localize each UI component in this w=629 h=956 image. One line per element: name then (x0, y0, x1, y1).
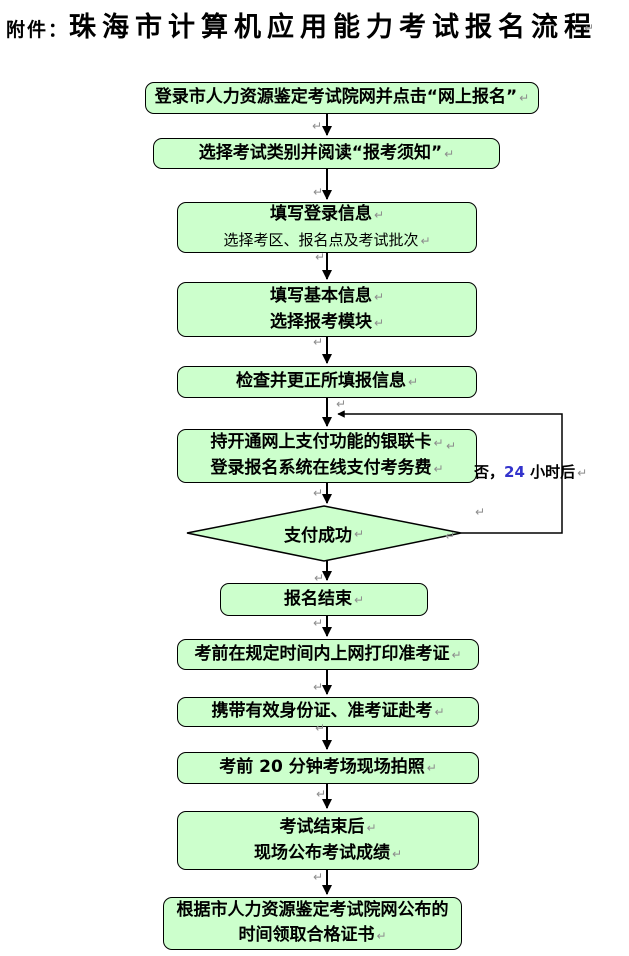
page-title: 附件：珠海市计算机应用能力考试报名流程 (6, 10, 597, 49)
step-subtext: 选择考区、报名点及考试批次↵ (223, 230, 431, 249)
paragraph-mark: ↵ (314, 571, 325, 585)
paragraph-mark: ↵ (391, 846, 403, 861)
paragraph-mark: ↵ (313, 335, 324, 349)
step-pay-fee: 持开通网上支付功能的银联卡↵ 登录报名系统在线支付考务费↵ (177, 429, 477, 483)
step-print-ticket: 考前在规定时间内上网打印准考证↵ (177, 639, 479, 670)
paragraph-mark: ↵ (336, 397, 347, 411)
paragraph-mark: ↵ (313, 680, 324, 694)
decision-text: 支付成功 (283, 526, 352, 546)
paragraph-mark: ↵ (373, 289, 385, 304)
paragraph-mark: ↵ (519, 91, 530, 105)
paragraph-mark: ↵ (446, 439, 457, 453)
paragraph-mark: ↵ (312, 119, 323, 133)
step-text: 选择考试类别并阅读“报考须知”↵ (198, 142, 455, 163)
step-finish: 报名结束↵ (220, 583, 428, 616)
title-prefix: 附件： (6, 19, 70, 41)
paragraph-mark: ↵ (451, 647, 462, 662)
paragraph-mark: ↵ (584, 21, 595, 35)
step-check-info: 检查并更正所填报信息↵ (177, 366, 477, 398)
paragraph-mark: ↵ (445, 529, 456, 543)
paragraph-mark: ↵ (433, 436, 444, 450)
step-text: 选择报考模块↵ (269, 311, 385, 332)
paragraph-mark: ↵ (313, 616, 324, 630)
step-login-info: 填写登录信息↵ 选择考区、报名点及考试批次↵ (177, 202, 477, 253)
retry-loop-connector (337, 410, 563, 534)
decision-payment-success: 支付成功↵ (187, 506, 461, 561)
paragraph-mark: ↵ (315, 721, 326, 735)
paragraph-mark: ↵ (420, 233, 431, 248)
step-certificate: 根据市人力资源鉴定考试院网公布的 时间领取合格证书↵ (163, 897, 462, 950)
step-photo: 考前 20 分钟考场现场拍照↵ (177, 752, 479, 784)
step-text: 考前在规定时间内上网打印准考证↵ (194, 643, 462, 664)
title-text: 珠海市计算机应用能力考试报名流程 (69, 12, 598, 43)
step-login-site: 登录市人力资源鉴定考试院网并点击“网上报名”↵ (145, 82, 539, 114)
step-text: 持开通网上支付功能的银联卡↵ (210, 432, 444, 452)
step-basic-info: 填写基本信息↵ 选择报考模块↵ (177, 282, 477, 337)
retry-label-hours: 24 (504, 463, 525, 481)
retry-label-prefix: 否， (474, 463, 505, 481)
step-text: 现场公布考试成绩↵ (253, 842, 403, 863)
paragraph-mark: ↵ (373, 207, 385, 222)
paragraph-mark: ↵ (313, 486, 324, 500)
paragraph-mark: ↵ (434, 705, 445, 719)
paragraph-mark: ↵ (475, 505, 486, 519)
paragraph-mark: ↵ (373, 315, 385, 330)
step-bring-id: 携带有效身份证、准考证赴考↵ (177, 697, 479, 727)
step-text: 根据市人力资源鉴定考试院网公布的 (176, 900, 449, 920)
paragraph-mark: ↵ (577, 466, 588, 480)
step-text: 考前 20 分钟考场现场拍照↵ (219, 757, 437, 777)
paragraph-mark: ↵ (426, 761, 437, 775)
step-text: 时间领取合格证书↵ (238, 925, 387, 945)
paragraph-mark: ↵ (366, 820, 377, 835)
paragraph-mark: ↵ (407, 375, 419, 389)
step-select-category: 选择考试类别并阅读“报考须知”↵ (153, 138, 500, 169)
step-text: 携带有效身份证、准考证赴考↵ (211, 701, 445, 721)
retry-label-suffix: 小时后 (524, 463, 576, 481)
paragraph-mark: ↵ (376, 929, 387, 943)
retry-edge-label: 否，24 小时后↵ (474, 461, 587, 482)
paragraph-mark: ↵ (433, 462, 444, 476)
decision-diamond-shape (186, 505, 462, 562)
step-text: 检查并更正所填报信息↵ (235, 371, 419, 391)
step-text: 填写基本信息↵ (269, 285, 385, 306)
paragraph-mark: ↵ (313, 185, 324, 199)
step-text: 登录报名系统在线支付考务费↵ (210, 458, 444, 478)
step-text: 考试结束后↵ (279, 816, 377, 837)
paragraph-mark: ↵ (315, 250, 326, 264)
paragraph-mark: ↵ (444, 146, 455, 161)
paragraph-mark: ↵ (353, 526, 365, 541)
step-results: 考试结束后↵ 现场公布考试成绩↵ (177, 811, 479, 870)
paragraph-mark: ↵ (316, 787, 327, 801)
step-text: 报名结束↵ (283, 588, 365, 609)
paragraph-mark: ↵ (313, 870, 324, 884)
paragraph-mark: ↵ (353, 592, 365, 607)
step-text: 填写登录信息↵ (269, 203, 385, 224)
step-text: 登录市人力资源鉴定考试院网并点击“网上报名”↵ (154, 87, 530, 107)
